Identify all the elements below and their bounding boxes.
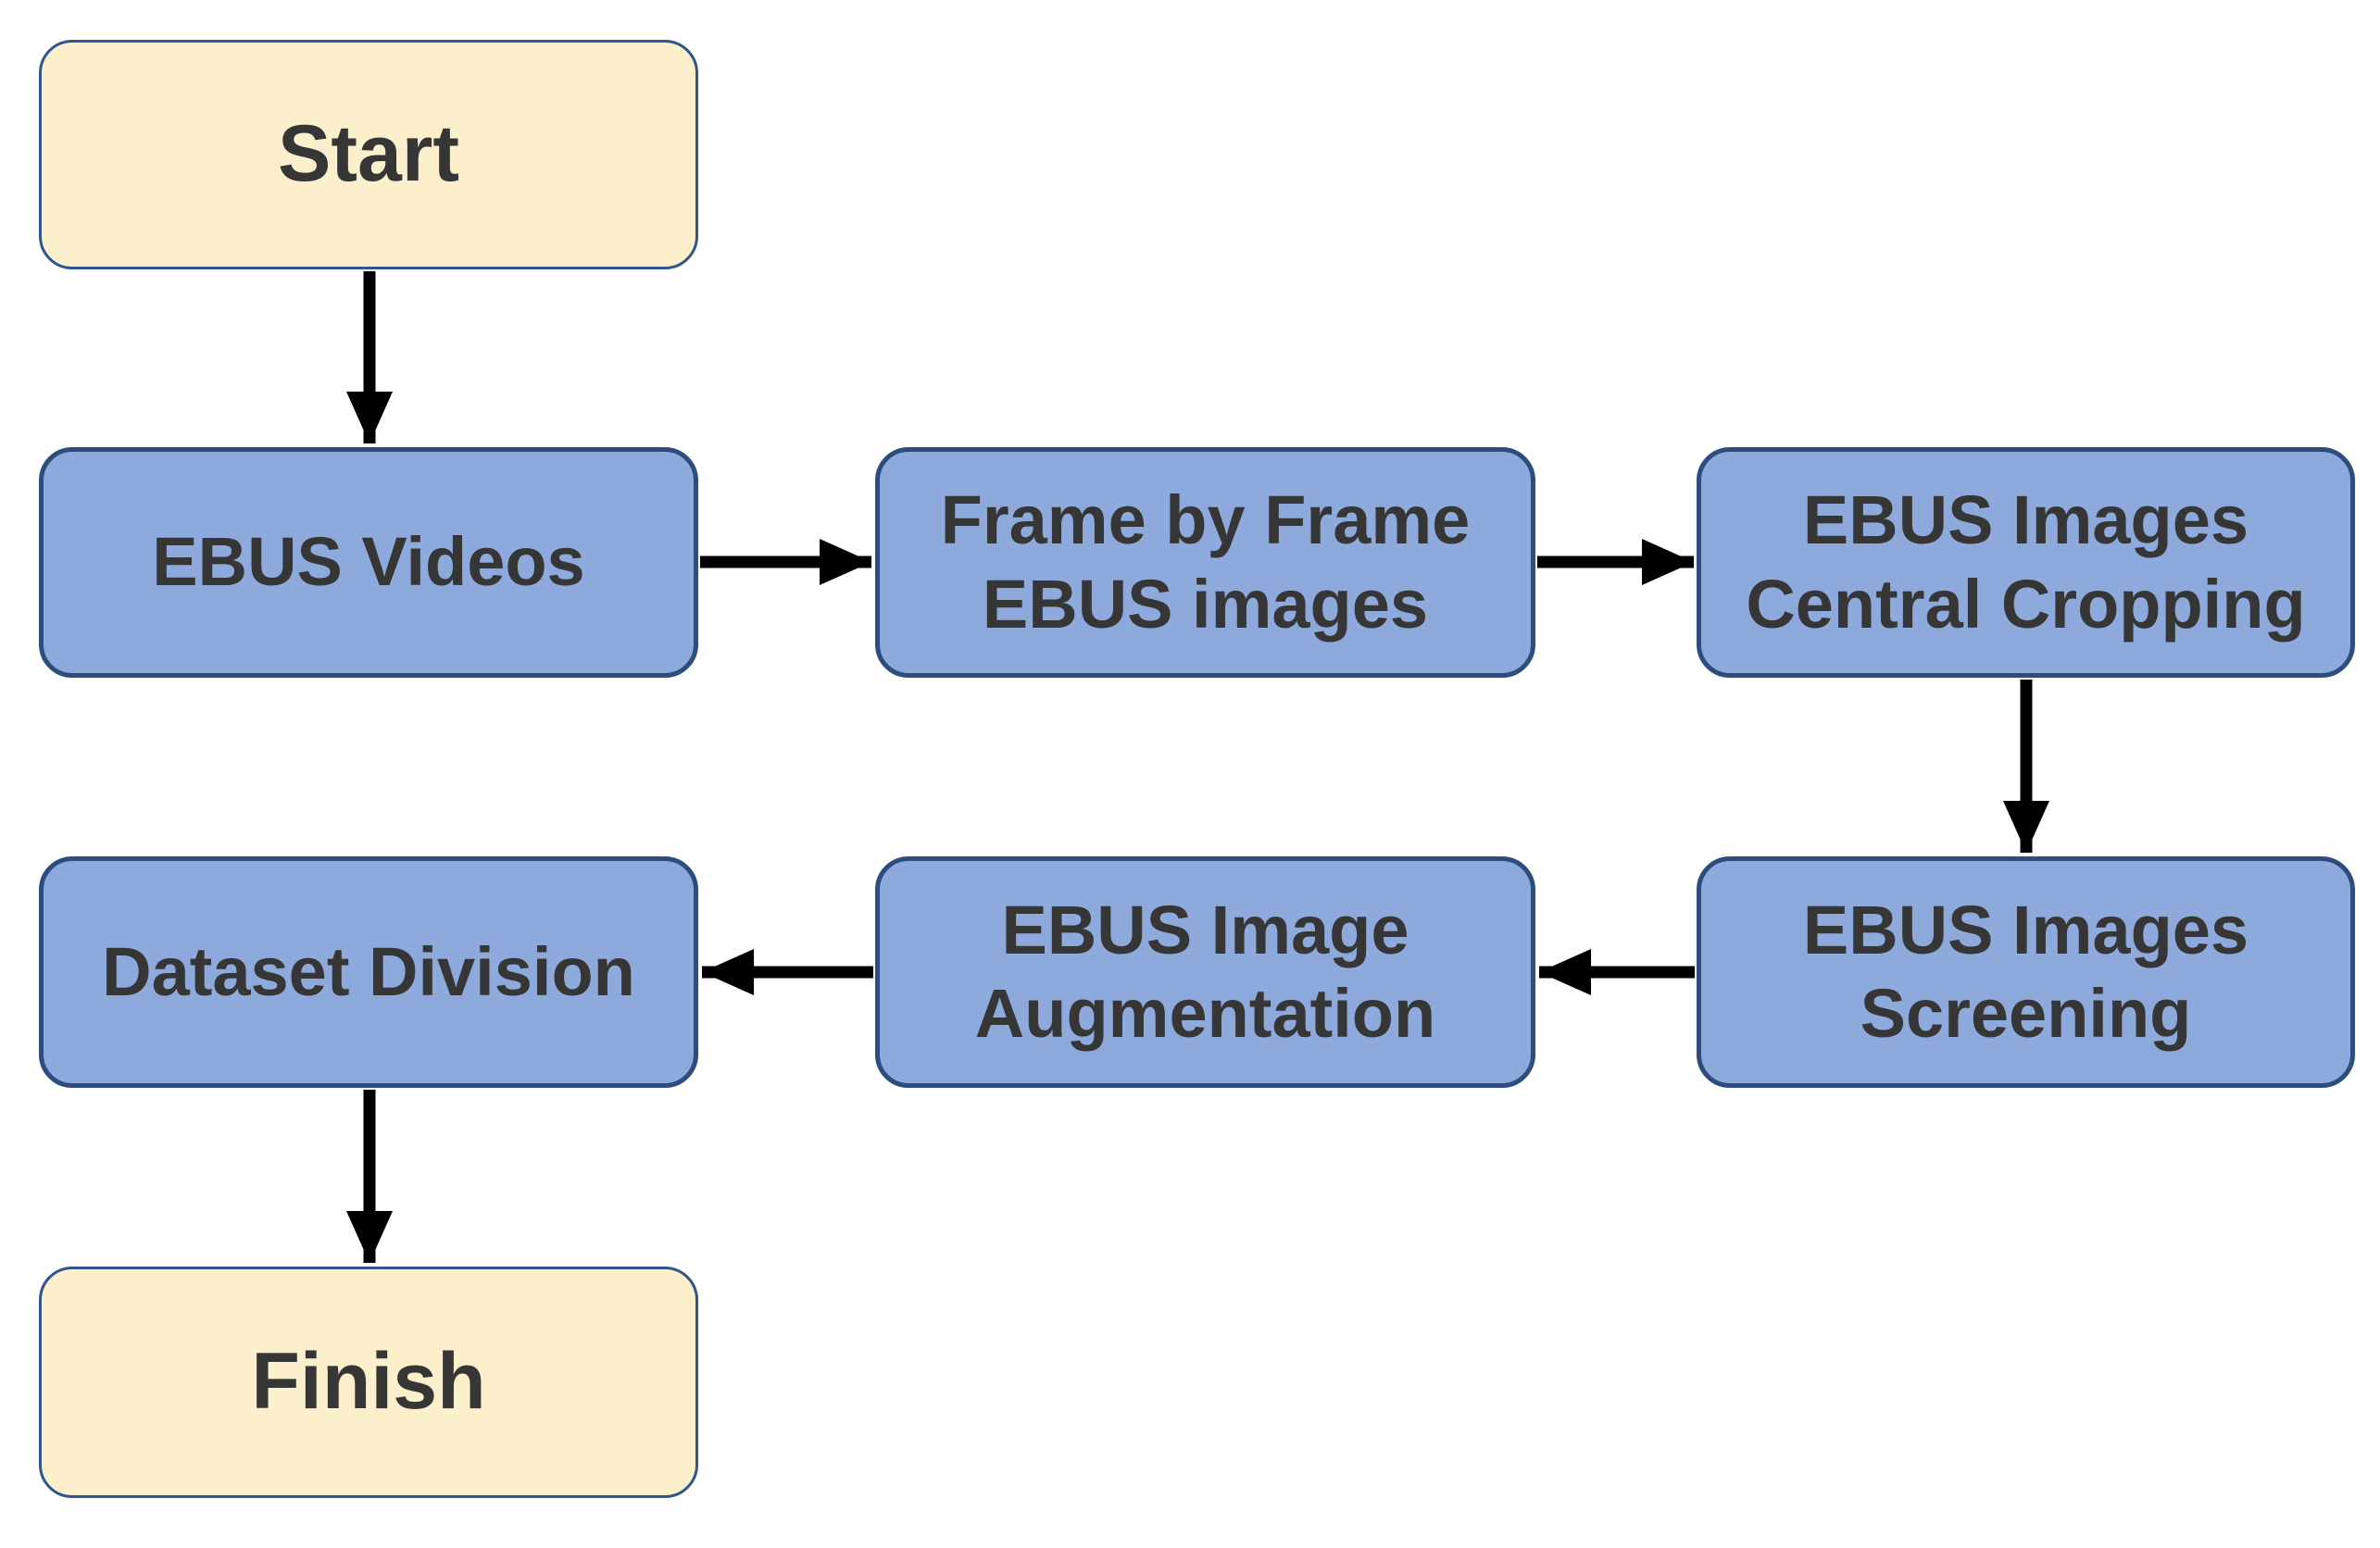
node-finish: Finish	[39, 1267, 698, 1498]
node-dataset-division-label: Dataset Division	[102, 932, 635, 1010]
node-ebus-videos: EBUS Videos	[39, 447, 698, 678]
node-finish-label: Finish	[251, 1337, 486, 1427]
node-start-label: Start	[278, 109, 459, 199]
node-dataset-division: Dataset Division	[39, 856, 698, 1088]
node-ebus-videos-label: EBUS Videos	[152, 523, 585, 601]
node-start: Start	[39, 40, 698, 269]
